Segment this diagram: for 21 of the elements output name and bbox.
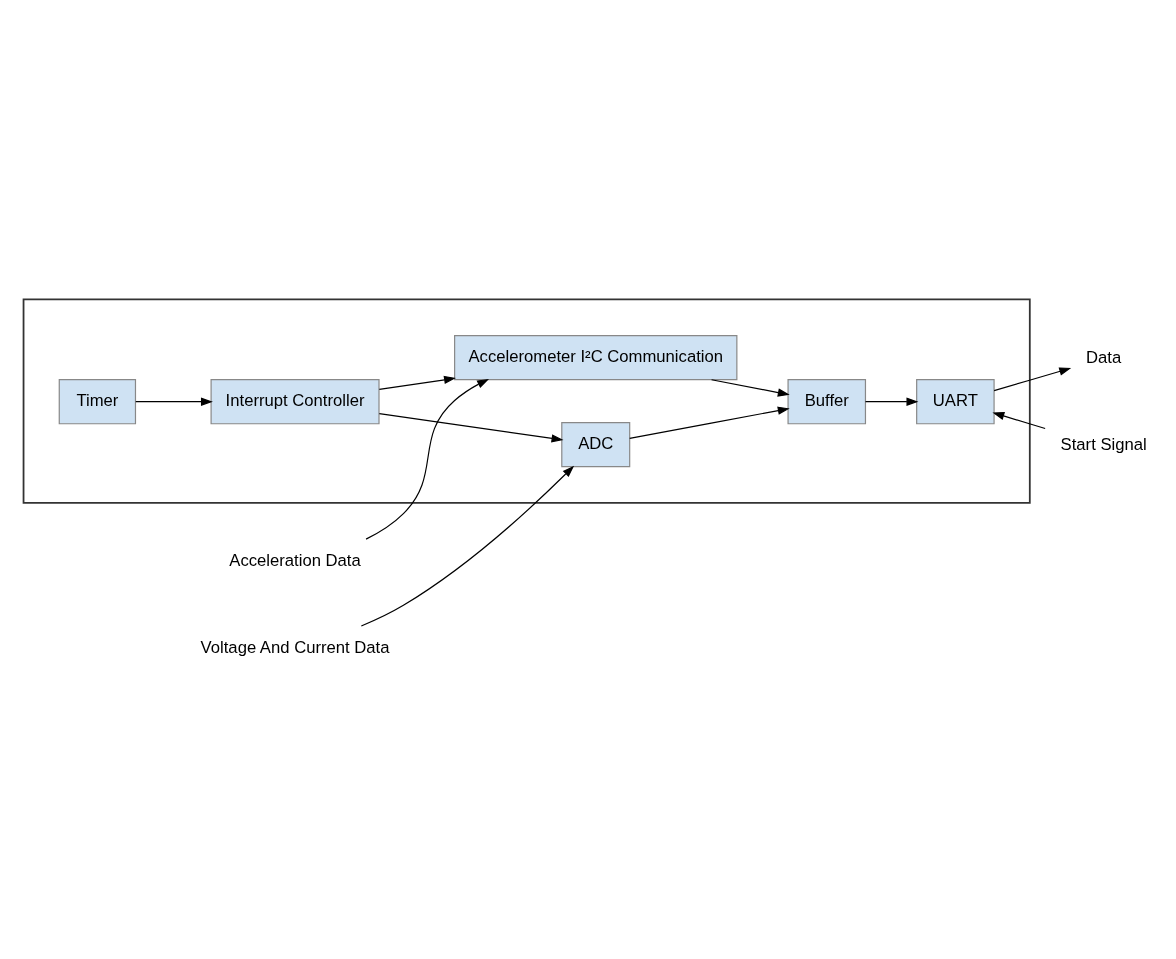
arrow bbox=[993, 366, 1072, 391]
arrow bbox=[360, 465, 575, 627]
node-box: Interrupt Controller bbox=[210, 378, 380, 424]
arrow bbox=[378, 375, 456, 390]
node-box: Accelerometer I²C Communication bbox=[454, 334, 738, 380]
node-box: ADC bbox=[561, 421, 631, 467]
arrow bbox=[629, 406, 790, 439]
node-box: Timer bbox=[58, 378, 137, 424]
arrow bbox=[378, 412, 564, 443]
node-box: UART bbox=[916, 378, 995, 424]
arrow bbox=[365, 378, 490, 540]
node-text: Data bbox=[1086, 347, 1122, 367]
arrow bbox=[864, 397, 919, 406]
node-text: Voltage And Current Data bbox=[200, 637, 390, 657]
arrow bbox=[135, 397, 213, 406]
cluster bbox=[22, 297, 1031, 504]
node-text: Start Signal bbox=[1060, 434, 1147, 454]
arrow bbox=[711, 378, 790, 397]
arrow bbox=[992, 411, 1046, 429]
node-box: Buffer bbox=[787, 378, 867, 424]
node-text: Acceleration Data bbox=[229, 550, 361, 570]
